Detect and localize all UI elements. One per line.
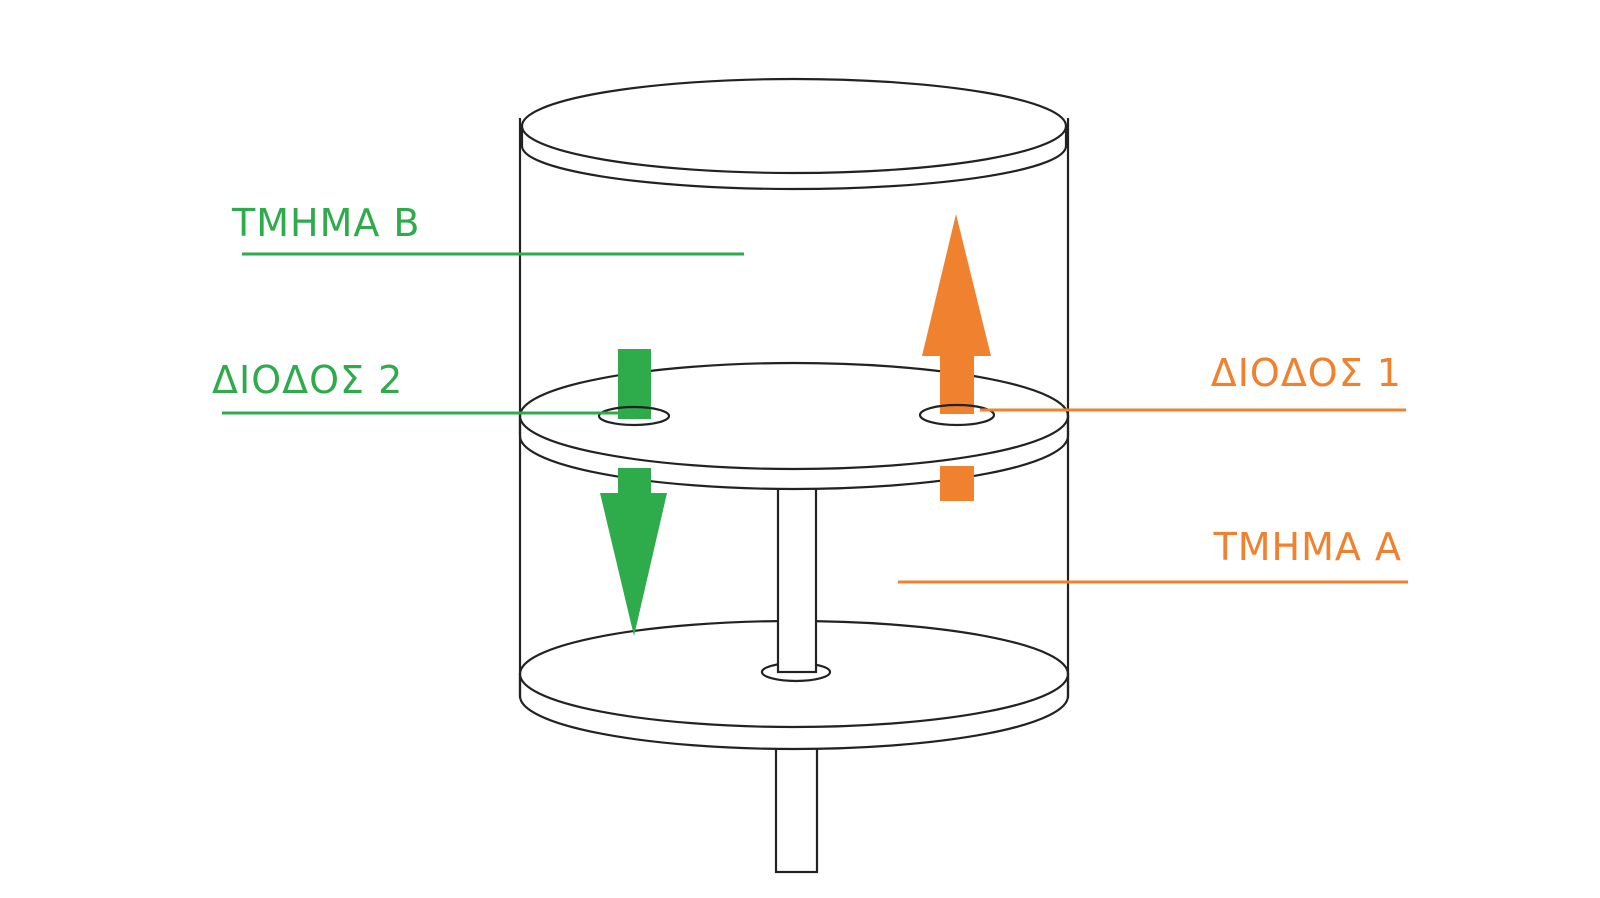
top-cylinder-cap — [520, 77, 1068, 191]
piston-rod-inner — [776, 476, 818, 674]
piston-rod-lower — [774, 726, 819, 874]
diode-1-label: ΔΙΟΔΟΣ 1 — [1211, 351, 1402, 395]
middle-piston-disc — [518, 361, 1070, 491]
diode-2-label: ΔΙΟΔΟΣ 2 — [212, 358, 403, 402]
section-b-label: ΤΜΗΜΑ Β — [231, 201, 421, 245]
orange-up-arrow — [922, 214, 991, 501]
valve-hole-2 — [597, 405, 671, 427]
valve-hole-1 — [918, 403, 996, 427]
section-a-label: ΤΜΗΜΑ Α — [1213, 525, 1402, 569]
